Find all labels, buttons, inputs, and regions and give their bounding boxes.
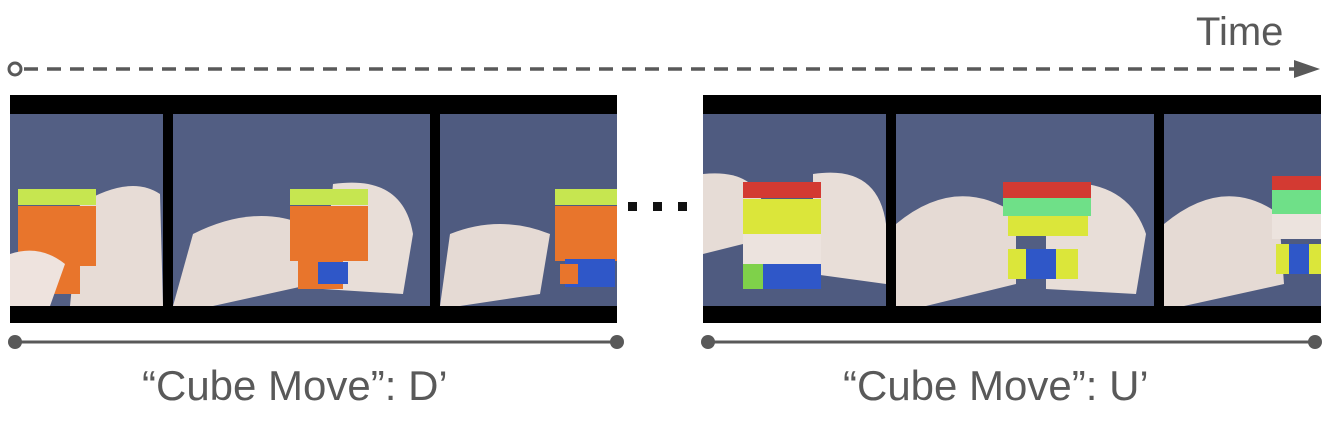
segment-bracket-2 — [701, 335, 1322, 349]
arrowhead-icon — [1294, 60, 1320, 78]
video-clip-1 — [10, 95, 617, 323]
clip-1-caption: “Cube Move”: D’ — [142, 362, 448, 409]
segment-end-marker — [1308, 335, 1322, 349]
video-frame — [896, 114, 1154, 306]
video-clip-2 — [703, 95, 1321, 323]
video-frame — [703, 114, 886, 306]
video-frame — [10, 114, 163, 306]
time-axis-start-marker — [7, 61, 23, 77]
clip-2-caption: “Cube Move”: U’ — [843, 362, 1149, 409]
video-frame — [1164, 114, 1321, 306]
segment-bracket-1 — [8, 335, 624, 349]
ellipsis-icon — [628, 202, 687, 211]
time-axis-arrow — [7, 60, 1320, 78]
segment-start-marker — [701, 335, 715, 349]
segment-end-marker — [610, 335, 624, 349]
video-frame — [440, 114, 617, 306]
time-axis-label: Time — [1196, 10, 1284, 54]
segment-start-marker — [8, 335, 22, 349]
video-frame — [173, 114, 430, 306]
